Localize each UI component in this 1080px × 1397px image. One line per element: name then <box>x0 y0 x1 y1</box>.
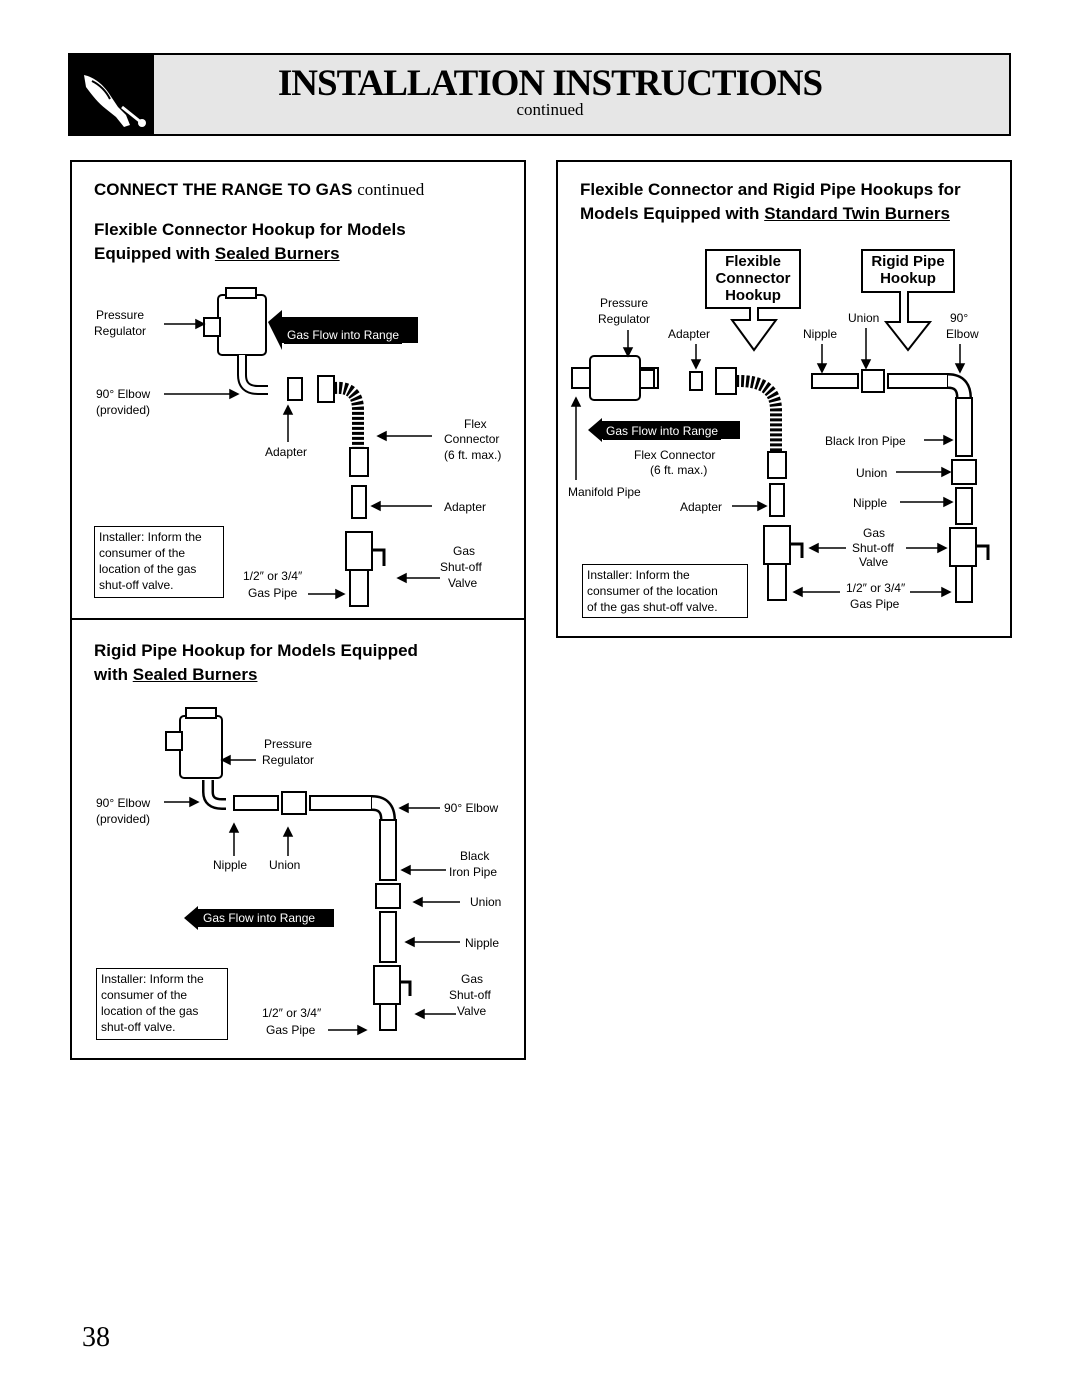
label-flex-connector: Flex Connector <box>634 448 716 462</box>
label-flex: Flex <box>464 417 487 431</box>
page-number: 38 <box>82 1322 110 1353</box>
label-union-top: Union <box>848 311 880 325</box>
label-nipple-right: Nipple <box>465 936 500 950</box>
label-pipe-size: 1/2″ or 3/4″ <box>243 569 303 583</box>
label-gas: Gas <box>863 526 886 540</box>
label-nipple-mid: Nipple <box>853 496 888 510</box>
label-gas: Gas <box>453 544 476 558</box>
label-gas: Gas <box>461 972 484 986</box>
label-regulator: Regulator <box>598 312 651 326</box>
label-black-iron-pipe: Black Iron Pipe <box>825 434 906 448</box>
label-gas-pipe: Gas Pipe <box>266 1023 316 1037</box>
header-banner <box>68 53 1011 136</box>
label-valve: Valve <box>457 1004 487 1018</box>
label-adapter-bottom: Adapter <box>680 500 723 514</box>
installer-hand-icon <box>70 55 154 134</box>
label-gas-pipe: Gas Pipe <box>248 586 298 600</box>
section-divider <box>70 618 526 620</box>
label-shutoff: Shut-off <box>440 560 482 574</box>
page-title: INSTALLATION INSTRUCTIONS <box>277 63 823 104</box>
label-black: Black <box>460 849 490 863</box>
label-shutoff: Shut-off <box>449 988 491 1002</box>
label-pipe-size: 1/2″ or 3/4″ <box>262 1006 322 1020</box>
section-heading: CONNECT THE RANGE TO GAS continued <box>94 180 425 199</box>
gas-flow-label: Gas Flow into Range <box>200 909 319 927</box>
label-union-mid: Union <box>856 466 888 480</box>
rigid-sealed-heading: Rigid Pipe Hookup for Models Equipped wi… <box>94 641 418 684</box>
label-elbow: Elbow <box>946 327 979 341</box>
label-connector: Connector <box>444 432 500 446</box>
label-iron-pipe: Iron Pipe <box>449 865 498 879</box>
label-regulator: Regulator <box>94 324 147 338</box>
label-union: Union <box>269 858 301 872</box>
label-flex-max: (6 ft. max.) <box>444 448 502 462</box>
label-provided: (provided) <box>96 812 151 826</box>
label-union-right: Union <box>470 895 502 909</box>
label-90-degree: 90° <box>950 311 969 325</box>
gas-flow-label: Gas Flow into Range <box>284 326 403 344</box>
label-nipple-top: Nipple <box>803 327 838 341</box>
page-subtitle: continued <box>516 100 584 119</box>
label-flex-max: (6 ft. max.) <box>650 463 708 477</box>
label-elbow: 90° Elbow <box>96 796 151 810</box>
twin-burner-heading: Flexible Connector and Rigid Pipe Hookup… <box>580 180 961 223</box>
label-adapter: Adapter <box>265 445 308 459</box>
label-pressure: Pressure <box>600 296 649 310</box>
flex-sealed-heading: Flexible Connector Hookup for Models Equ… <box>94 220 406 263</box>
label-valve: Valve <box>859 555 889 569</box>
label-manifold-pipe: Manifold Pipe <box>568 485 641 499</box>
label-regulator: Regulator <box>262 753 315 767</box>
label-nipple: Nipple <box>213 858 248 872</box>
label-adapter-right: Adapter <box>444 500 487 514</box>
label-shutoff: Shut-off <box>852 541 894 555</box>
label-provided: (provided) <box>96 403 151 417</box>
label-adapter-top: Adapter <box>668 327 711 341</box>
label-pipe-size: 1/2″ or 3/4″ <box>846 581 906 595</box>
label-pressure: Pressure <box>264 737 313 751</box>
label-gas-pipe: Gas Pipe <box>850 597 900 611</box>
label-valve: Valve <box>448 576 478 590</box>
label-elbow-right: 90° Elbow <box>444 801 499 815</box>
gas-flow-label: Gas Flow into Range <box>603 422 722 440</box>
label-elbow: 90° Elbow <box>96 387 151 401</box>
label-pressure: Pressure <box>96 308 145 322</box>
